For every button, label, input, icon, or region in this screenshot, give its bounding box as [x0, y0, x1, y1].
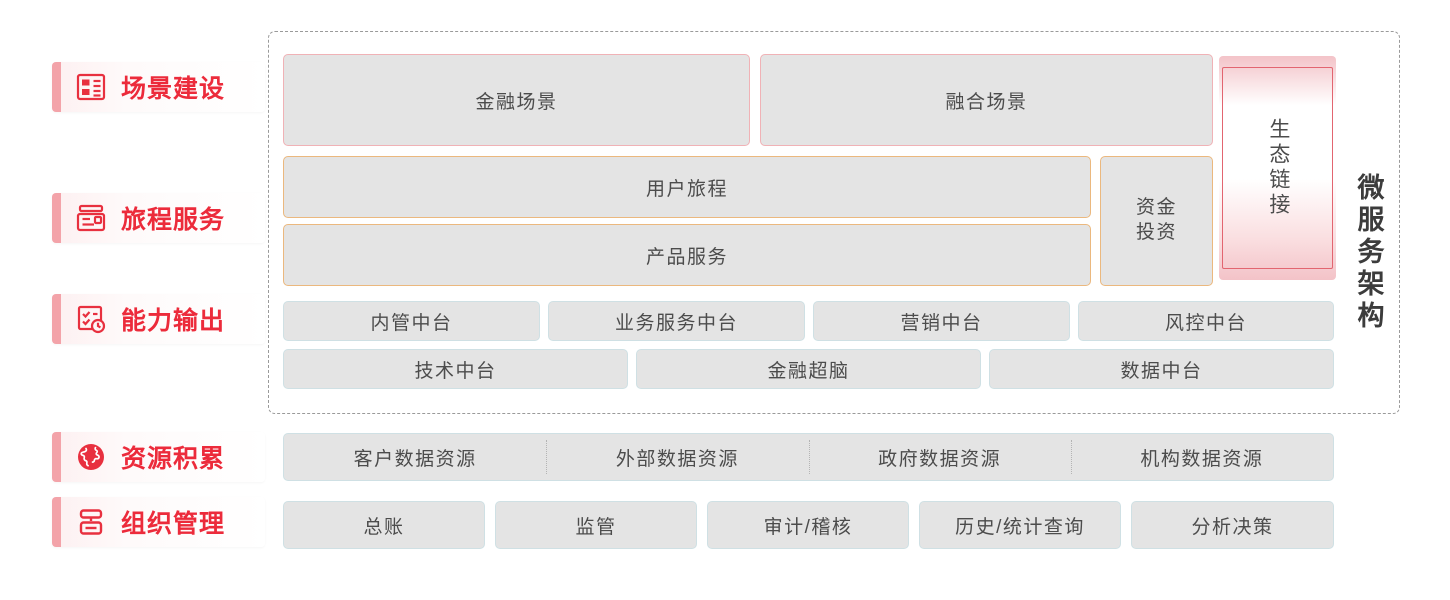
resource-segment-institution[interactable]: 机构数据资源: [1070, 434, 1333, 480]
dashboard-grid-icon: [74, 70, 108, 104]
box-label: 监管: [575, 516, 617, 538]
side-label-resource-accumulation[interactable]: 资源积累: [52, 432, 265, 482]
box-label: 历史/统计查询: [955, 516, 1085, 538]
page-title: 微服务架构: [1348, 140, 1390, 365]
box-analysis-decision[interactable]: 分析决策: [1131, 501, 1334, 549]
microservice-group-outline: [268, 31, 1400, 414]
side-label-text: 旅程服务: [121, 206, 226, 234]
box-label: 融合场景: [945, 91, 1028, 113]
box-label: 技术中台: [414, 360, 497, 382]
segment-label: 机构数据资源: [1140, 448, 1264, 470]
box-label: 分析决策: [1191, 516, 1274, 538]
box-label: 金融超脑: [767, 360, 850, 382]
resource-segment-government[interactable]: 政府数据资源: [808, 434, 1071, 480]
side-label-text: 场景建设: [121, 75, 226, 103]
box-marketing-platform[interactable]: 营销中台: [813, 301, 1070, 341]
org-chart-icon: [74, 505, 108, 539]
page-title-text: 微服务架构: [1353, 172, 1384, 333]
box-technology-platform[interactable]: 技术中台: [283, 349, 628, 389]
box-integrated-scenario[interactable]: 融合场景: [760, 54, 1213, 146]
box-label: 用户旅程: [645, 178, 728, 200]
box-internal-mgmt-platform[interactable]: 内管中台: [283, 301, 540, 341]
box-ecosystem-link[interactable]: 生态链接: [1219, 56, 1336, 280]
resource-segment-customer[interactable]: 客户数据资源: [284, 434, 546, 480]
box-label: 产品服务: [645, 246, 728, 268]
box-history-statistics-query[interactable]: 历史/统计查询: [919, 501, 1121, 549]
box-label: 数据中台: [1120, 360, 1203, 382]
box-audit-inspection[interactable]: 审计/稽核: [707, 501, 909, 549]
box-label: 内管中台: [370, 312, 453, 334]
checklist-clock-icon: [74, 302, 108, 336]
segment-label: 客户数据资源: [353, 448, 477, 470]
box-data-platform[interactable]: 数据中台: [989, 349, 1334, 389]
box-supervision[interactable]: 监管: [495, 501, 697, 549]
side-label-scene-construction[interactable]: 场景建设: [52, 62, 265, 112]
segment-label: 外部数据资源: [615, 448, 739, 470]
side-label-text: 资源积累: [121, 445, 226, 473]
box-label: 金融场景: [475, 91, 558, 113]
label-accent-bar: [52, 193, 61, 243]
side-label-text: 组织管理: [121, 510, 226, 538]
box-business-service-platform[interactable]: 业务服务中台: [548, 301, 805, 341]
box-label: 风控中台: [1164, 312, 1247, 334]
box-fund-investment[interactable]: 资金 投资: [1100, 156, 1213, 286]
label-accent-bar: [52, 432, 61, 482]
box-financial-brain[interactable]: 金融超脑: [636, 349, 981, 389]
card-journey-icon: [74, 201, 108, 235]
label-accent-bar: [52, 62, 61, 112]
resource-segment-external[interactable]: 外部数据资源: [546, 434, 808, 480]
box-label: 生态链接: [1266, 118, 1290, 218]
box-label: 业务服务中台: [614, 312, 738, 334]
side-label-organization-management[interactable]: 组织管理: [52, 497, 265, 547]
box-general-ledger[interactable]: 总账: [283, 501, 485, 549]
side-label-text: 能力输出: [121, 307, 226, 335]
box-label: 总账: [363, 516, 405, 538]
box-financial-scenario[interactable]: 金融场景: [283, 54, 750, 146]
label-accent-bar: [52, 294, 61, 344]
globe-icon: [74, 440, 108, 474]
box-product-service[interactable]: 产品服务: [283, 224, 1091, 286]
segment-label: 政府数据资源: [878, 448, 1002, 470]
side-label-journey-service[interactable]: 旅程服务: [52, 193, 265, 243]
side-label-capability-output[interactable]: 能力输出: [52, 294, 265, 344]
eco-inner-frame: 生态链接: [1222, 67, 1333, 269]
box-label-line1: 资金: [1135, 197, 1177, 219]
box-label-line2: 投资: [1135, 222, 1177, 243]
box-user-journey[interactable]: 用户旅程: [283, 156, 1091, 218]
box-label: 营销中台: [900, 312, 983, 334]
box-label: 审计/稽核: [763, 516, 853, 538]
label-accent-bar: [52, 497, 61, 547]
resource-row: 客户数据资源 外部数据资源 政府数据资源 机构数据资源: [283, 433, 1334, 481]
box-risk-control-platform[interactable]: 风控中台: [1078, 301, 1334, 341]
